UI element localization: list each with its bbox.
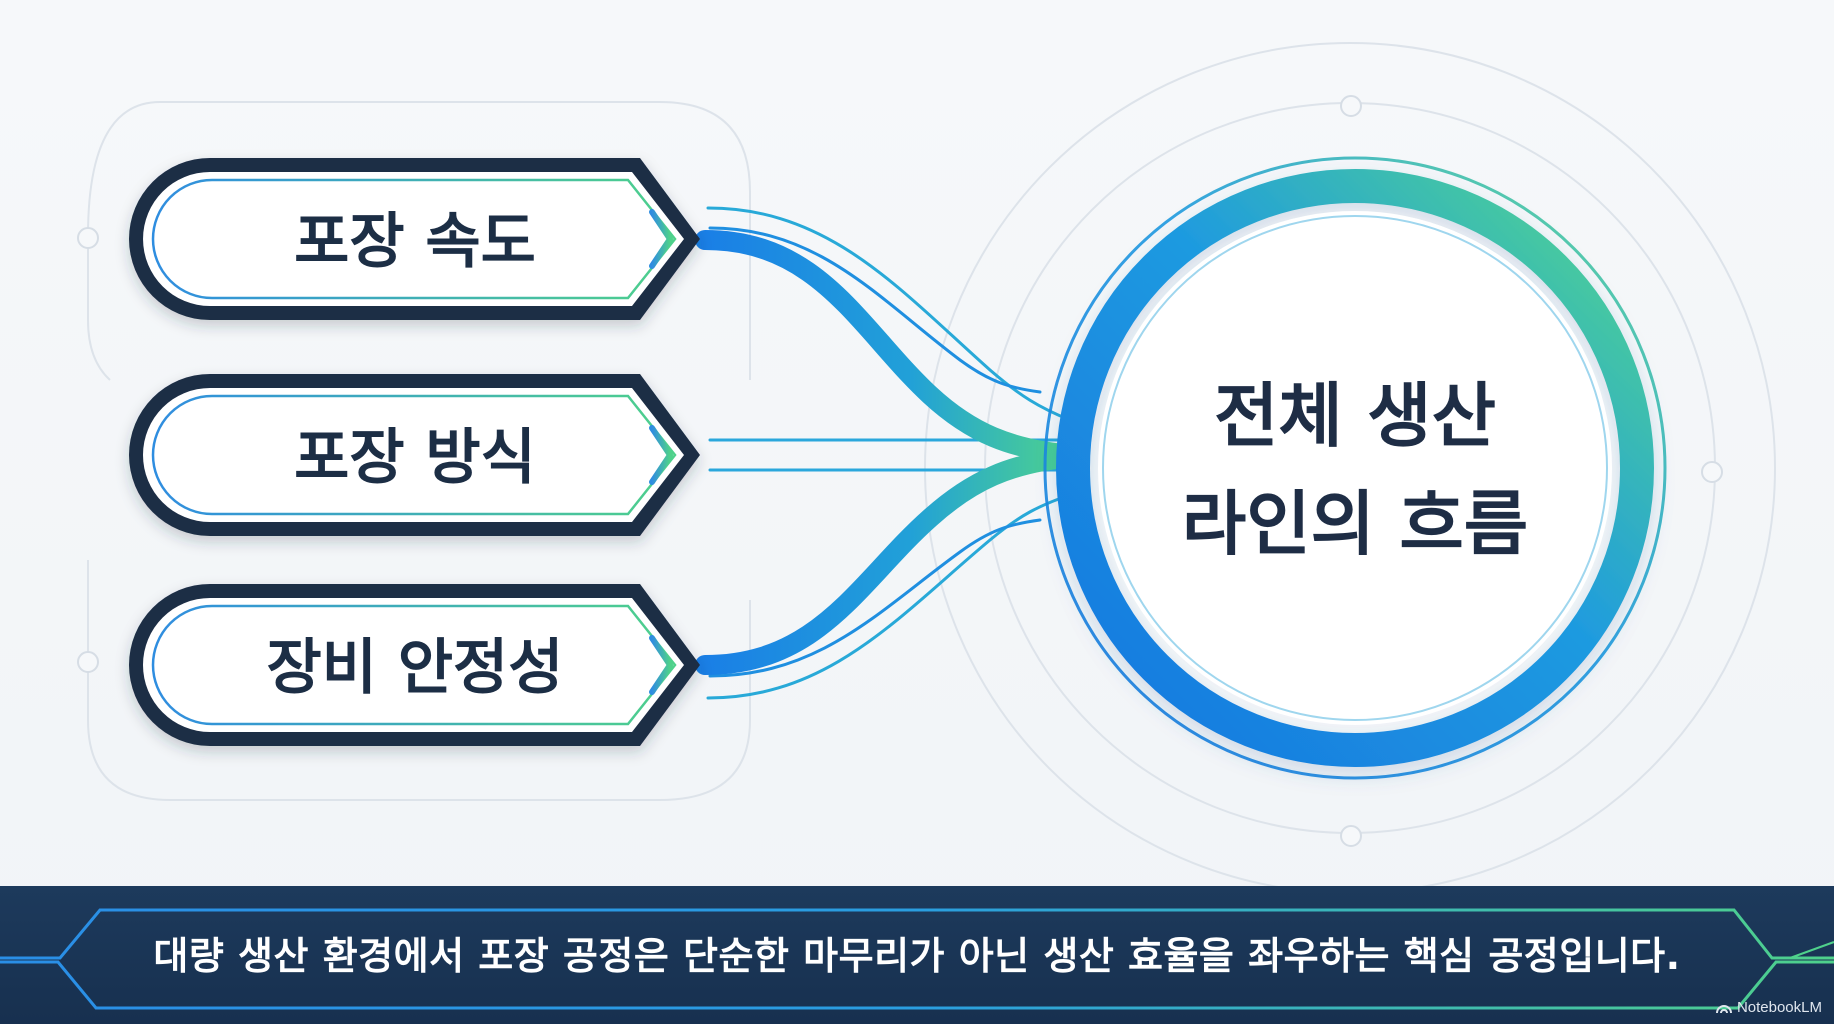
input-label-stability: 장비 안정성 xyxy=(267,633,564,703)
input-pill-stability: 장비 안정성 xyxy=(129,584,700,746)
watermark-text: NotebookLM xyxy=(1736,999,1822,1016)
notebooklm-logo-icon xyxy=(1715,1004,1732,1013)
input-pill-method: 포장 방식 xyxy=(129,374,700,536)
caption-text: 대량 생산 환경에서 포장 공정은 단순한 마무리가 아닌 생산 효율을 좌우하… xyxy=(153,933,1681,978)
hub-title-line1: 전체 생산 xyxy=(1214,375,1496,457)
flow-line-thin-bottom xyxy=(706,493,1072,700)
flow-connectors xyxy=(695,206,1085,700)
flow-line-thin-bottom-outer xyxy=(708,518,1042,678)
flow-line-stability xyxy=(695,447,1085,675)
input-label-speed: 포장 속도 xyxy=(294,207,536,277)
background-node-dots xyxy=(77,95,1723,847)
input-label-method: 포장 방식 xyxy=(294,423,536,493)
chevron-right-icon xyxy=(649,425,673,485)
flow-line-speed xyxy=(695,230,1085,465)
chevron-right-icon xyxy=(649,209,673,269)
chevron-right-icon xyxy=(649,635,673,695)
flow-line-thin-top-outer xyxy=(708,226,1042,394)
caption-frame xyxy=(0,908,1834,1010)
hub: 전체 생산 라인의 흐름 xyxy=(1043,156,1667,780)
input-pill-speed: 포장 속도 xyxy=(129,158,700,320)
caption-bar: 대량 생산 환경에서 포장 공정은 단순한 마무리가 아닌 생산 효율을 좌우하… xyxy=(0,886,1834,1024)
flow-line-thin-top xyxy=(706,206,1072,422)
watermark: NotebookLM xyxy=(1715,999,1822,1016)
hub-title-line2: 라인의 흐름 xyxy=(1182,483,1528,565)
